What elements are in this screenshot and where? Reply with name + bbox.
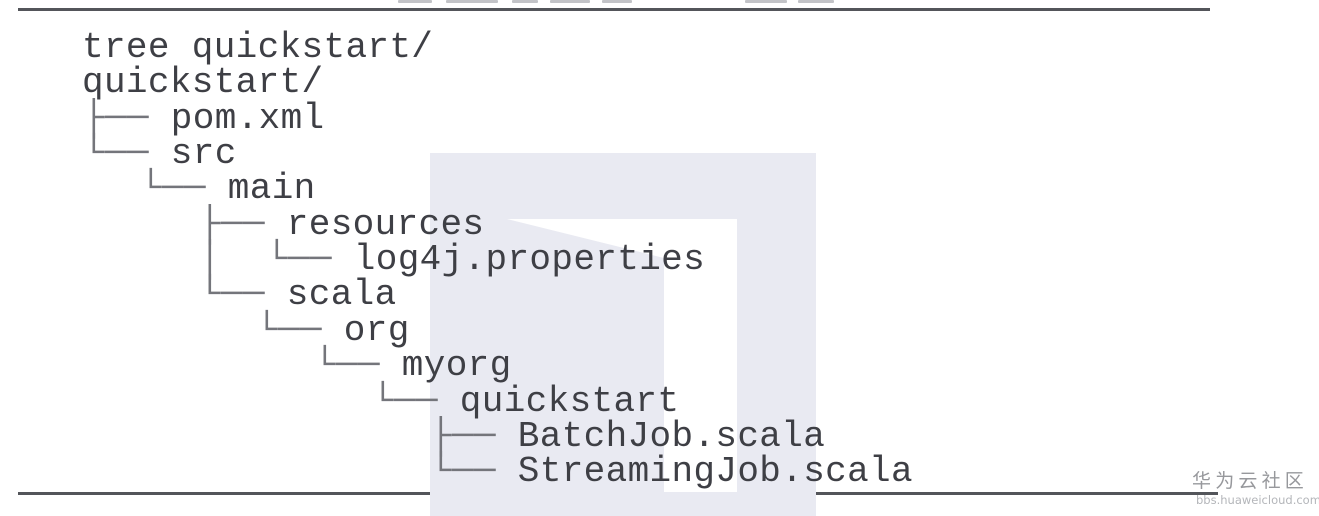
- top-divider-rule: [18, 8, 1210, 11]
- tree-branch-glyph: └──: [83, 133, 171, 174]
- tree-node-label: org: [343, 310, 410, 351]
- cropped-text-remnant: [512, 0, 538, 3]
- tree-line: ├── pom.xml: [0, 101, 1319, 137]
- tree-branch-glyph: └──: [140, 168, 228, 209]
- tree-line: └── org: [0, 313, 1319, 349]
- tree-node-label: scala: [286, 274, 397, 315]
- tree-node-label: log4j.properties: [353, 239, 706, 280]
- tree-node-label: BatchJob.scala: [517, 416, 826, 457]
- tree-branch-glyph: └──: [256, 310, 344, 351]
- tree-node-label: resources: [286, 204, 485, 245]
- tree-node-label: src: [170, 133, 237, 174]
- tree-branch-glyph: └──: [372, 381, 460, 422]
- cropped-text-remnant: [798, 0, 834, 3]
- tree-line: ├── resources: [0, 207, 1319, 243]
- tree-line: └── scala: [0, 277, 1319, 313]
- tree-branch-glyph: │: [199, 239, 221, 280]
- cropped-text-remnant: [398, 0, 432, 3]
- tree-branch-glyph: └──: [314, 345, 402, 386]
- tree-line: tree quickstart/: [0, 30, 1319, 66]
- tree-branch-glyph: └──: [430, 451, 518, 492]
- tree-branch-glyph: └──: [266, 239, 354, 280]
- background-watermark-panel: [430, 153, 816, 516]
- site-watermark-name: 华为云社区: [1192, 470, 1309, 492]
- tree-branch-glyph: ├──: [83, 98, 171, 139]
- cropped-text-remnant: [745, 0, 787, 3]
- site-watermark-url: bbs.huaweicloud.com: [1196, 493, 1319, 507]
- tree-line: ├── BatchJob.scala: [0, 419, 1319, 455]
- tree-line: └── myorg: [0, 348, 1319, 384]
- tree-branch-glyph: └──: [199, 274, 287, 315]
- terminal-text: tree quickstart/: [82, 27, 434, 68]
- tree-line: quickstart/: [0, 65, 1319, 101]
- tree-line: └── src: [0, 136, 1319, 172]
- cropped-text-remnant: [602, 0, 632, 3]
- tree-node-label: myorg: [401, 345, 512, 386]
- cropped-text-remnant: [446, 0, 498, 3]
- tree-line: └── StreamingJob.scala: [0, 454, 1319, 490]
- tree-line: └── main: [0, 171, 1319, 207]
- tree-node-label: StreamingJob.scala: [517, 451, 913, 492]
- tree-branch-glyph: ├──: [199, 204, 287, 245]
- watermark-logo-shape: [507, 219, 737, 492]
- tree-node-label: main: [227, 168, 316, 209]
- cropped-text-remnant: [550, 0, 590, 3]
- tree-line: │ └── log4j.properties: [0, 242, 1319, 278]
- tree-node-label: pom.xml: [170, 98, 325, 139]
- tree-branch-glyph: ├──: [430, 416, 518, 457]
- tree-line: └── quickstart: [0, 384, 1319, 420]
- terminal-text: quickstart/: [82, 62, 324, 103]
- tree-node-label: quickstart: [459, 381, 680, 422]
